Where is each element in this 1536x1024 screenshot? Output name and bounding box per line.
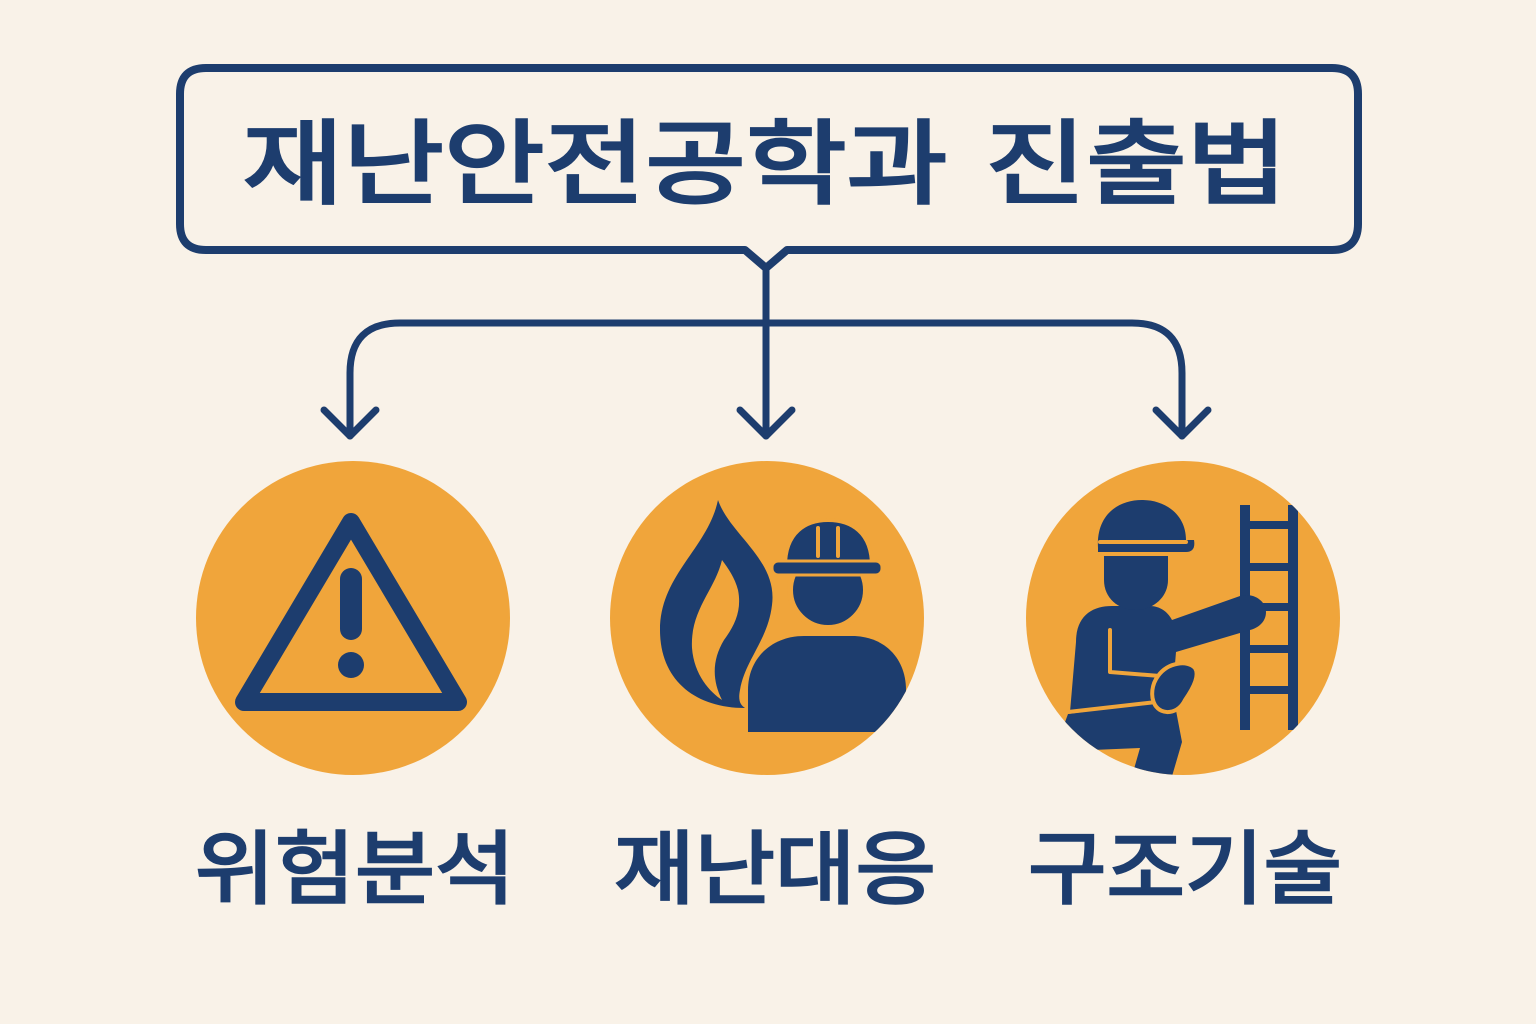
connector-tree [320,264,1212,440]
node-risk-analysis: 위험분석 [195,461,515,916]
title-box [176,64,1362,272]
title: 재난안전공학과 진출법 [243,111,1288,218]
node-disaster-response: 재난대응 [610,461,936,916]
node-label: 재난대응 [614,823,936,916]
node-label: 구조기술 [1028,823,1342,916]
node-rescue-technology: 구조기술 [1026,461,1342,916]
hard-hat-icon [770,517,884,577]
connector-right-branch [762,319,1186,440]
arrowhead-left-icon [320,406,380,440]
connector-left-branch [346,319,770,440]
flame-firefighter-icon [660,500,906,732]
glove-icon [1150,661,1199,714]
rescue-worker-ladder-icon [1040,500,1298,775]
arrowhead-right-icon [1152,406,1212,440]
rescue-worker-icon [1040,500,1266,775]
node-label: 위험분석 [195,823,515,916]
firefighter-person-icon [748,517,906,732]
hard-hat-icon [1097,500,1195,552]
flame-icon [660,500,773,708]
arrowhead-middle-icon [736,406,796,440]
warning-triangle-icon [235,513,467,711]
